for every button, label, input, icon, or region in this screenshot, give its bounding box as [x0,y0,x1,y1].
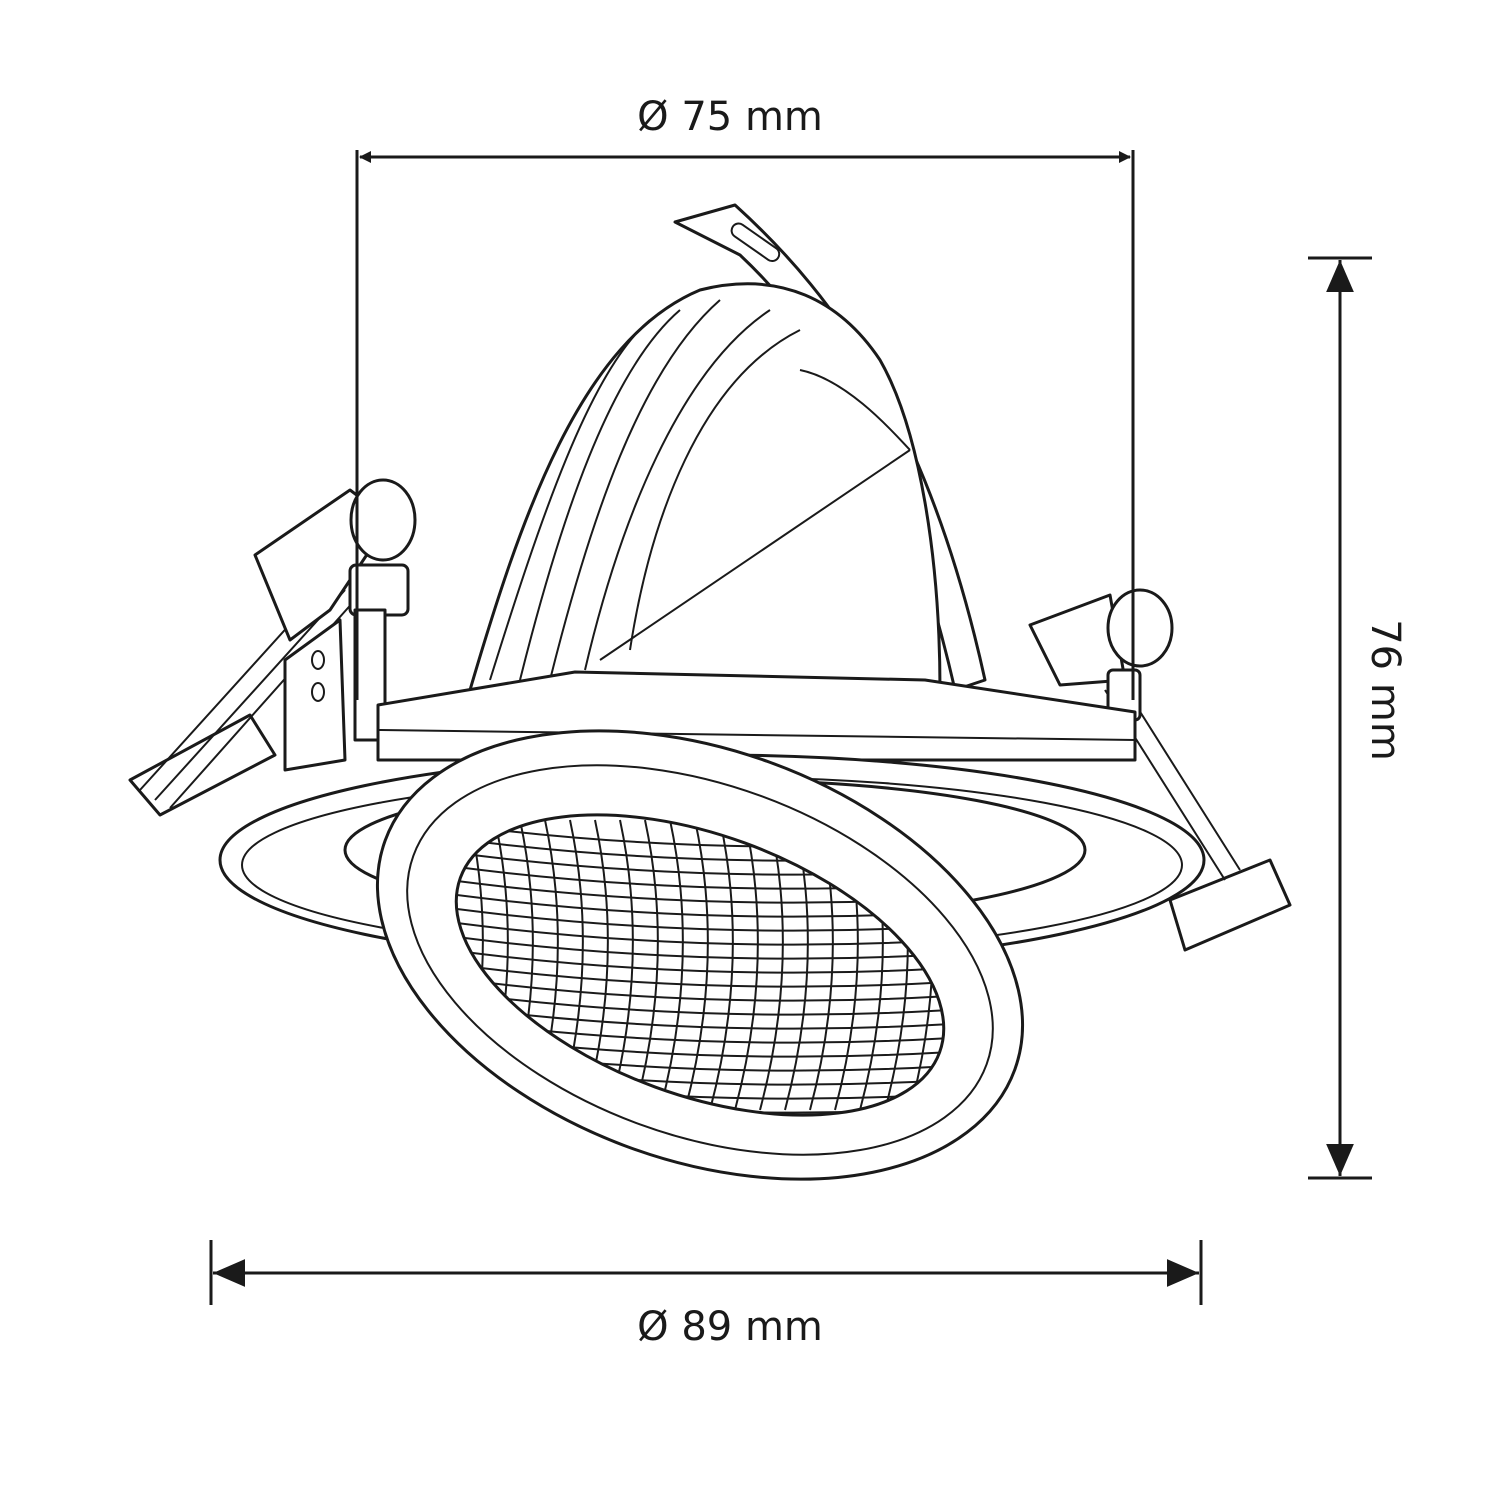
dimension-height: 76 mm [1308,256,1408,1180]
right-spring-clip [1168,858,1292,952]
left-spring-clip [128,713,277,817]
heatsink [468,282,942,692]
dimension-top: Ø 75 mm [355,94,1135,700]
dimension-bottom: Ø 89 mm [209,1240,1203,1350]
bottom-diameter-label: Ø 89 mm [637,1304,823,1350]
top-diameter-label: Ø 75 mm [637,94,823,140]
height-label: 76 mm [1362,619,1408,761]
downlight-illustration [128,203,1292,1181]
